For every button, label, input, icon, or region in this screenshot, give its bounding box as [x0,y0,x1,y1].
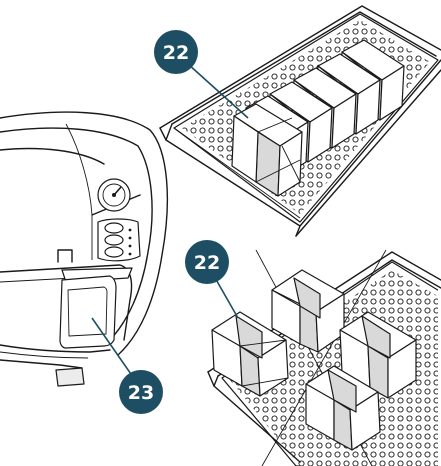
control-button-icon [104,222,124,234]
tray-bottom [207,249,441,466]
tray-top [159,5,441,237]
pouch-c [339,311,417,399]
control-button-icon [104,246,124,258]
sterilizer-device [0,111,169,387]
callout-badge-tray-bottom: 22 [185,240,229,284]
pouch-stack-top [231,39,405,197]
leader-line-bottom [213,275,239,319]
control-button-icon [104,234,124,246]
pouch-b [271,269,345,353]
callout-circle [185,240,229,284]
callout-label: 22 [194,252,220,274]
pouch-a [211,311,289,397]
callout-circle [119,370,163,414]
pouch-d [305,365,381,451]
callout-badge-pouch: 23 [119,370,163,414]
callout-badge-tray-top: 22 [154,30,198,74]
callout-label: 23 [128,382,154,404]
callout-circle [154,30,198,74]
callout-label: 22 [163,42,189,64]
leader-line-top [187,63,249,119]
